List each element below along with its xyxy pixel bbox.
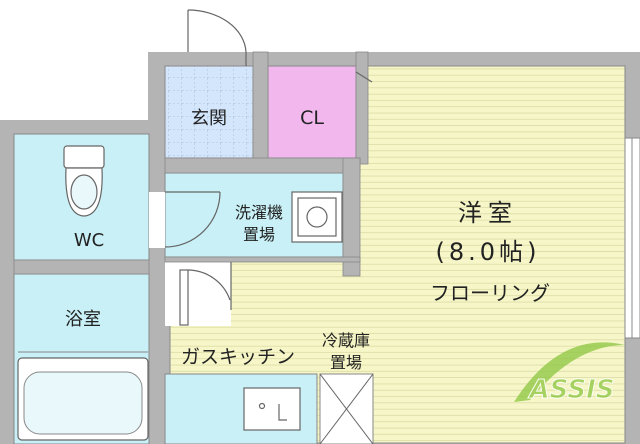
kitchen-label: ガスキッチン xyxy=(181,346,295,368)
kitchen-sink-icon xyxy=(243,387,301,431)
bathtub-icon xyxy=(17,351,149,441)
closet-label: CL xyxy=(300,107,324,129)
hallway-floor xyxy=(165,260,231,326)
wc-door xyxy=(149,191,221,248)
washing-machine-icon xyxy=(291,191,343,243)
assis-logo-text: ASSIS xyxy=(527,375,614,405)
assis-logo: ASSIS xyxy=(514,342,625,406)
toilet-icon xyxy=(63,145,105,217)
window-right xyxy=(624,137,640,339)
partitions xyxy=(13,51,369,277)
laundry-label-line1: 洗濯機 xyxy=(235,203,283,222)
wc-label: WC xyxy=(74,230,104,251)
bath-label: 浴室 xyxy=(65,309,101,330)
laundry-label-line2: 置場 xyxy=(243,225,275,244)
flooring-label: フローリング xyxy=(430,281,550,305)
fridge-marker-icon xyxy=(319,373,374,444)
fridge-label-line1: 冷蔵庫 xyxy=(322,331,370,350)
bath-door xyxy=(179,262,232,326)
fridge-label-line2: 置場 xyxy=(330,353,362,372)
entrance-label: 玄関 xyxy=(191,108,227,129)
western-room-size: (8.0帖) xyxy=(436,238,541,266)
western-room-label: 洋室 xyxy=(458,199,518,227)
closet-door xyxy=(355,71,373,83)
entrance-door xyxy=(186,0,247,66)
